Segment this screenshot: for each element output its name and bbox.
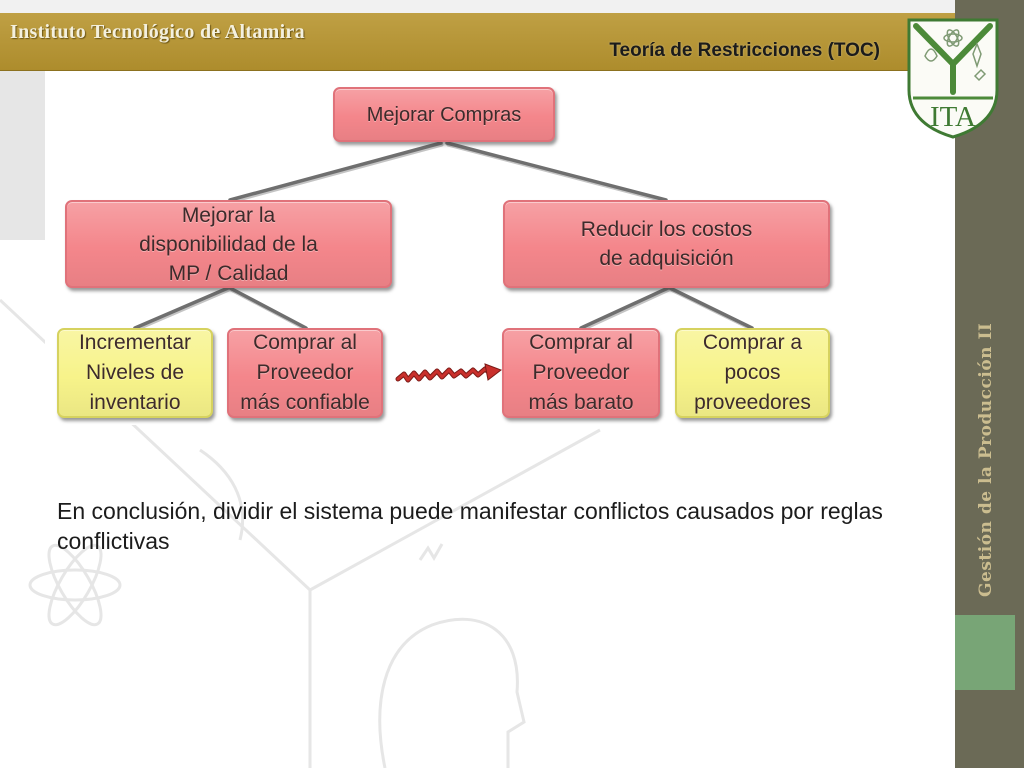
- node-label-line: de adquisición: [599, 247, 734, 270]
- node-label-line: Proveedor: [256, 361, 354, 384]
- slide-title: Teoría de Restricciones (TOC): [609, 40, 880, 61]
- branch-node-box-costs: Reducir los costos de adquisición: [503, 200, 830, 288]
- node-label-line: proveedores: [694, 391, 811, 414]
- sidebar-accent-block: [955, 615, 1015, 690]
- header-bar: Instituto Tecnológico de Altamira Teoría…: [0, 13, 955, 71]
- institution-name: Instituto Tecnológico de Altamira: [10, 21, 305, 43]
- node-label-line: inventario: [89, 391, 181, 414]
- red-squiggle-arrow-icon: [395, 363, 503, 383]
- node-label-line: más barato: [528, 391, 634, 414]
- connector-line: [228, 141, 443, 202]
- node-label-line: Mejorar la: [181, 203, 276, 227]
- node-label-line: Incrementar: [78, 331, 192, 354]
- connector-line: [668, 286, 754, 330]
- node-label-line: Reducir los costos: [580, 218, 753, 241]
- course-name: Gestión de la Producción II: [976, 322, 996, 598]
- leaf-node-box-cheap-supplier: Comprar al Proveedor más barato: [502, 328, 660, 418]
- leaf-node-box-few-suppliers: Comprar a pocos proveedores: [675, 328, 830, 418]
- node-label-line: Comprar al: [529, 331, 633, 354]
- leaf-node-box-reliable-supplier: Comprar al Proveedor más confiable: [227, 328, 383, 418]
- branch-node-box-availability: Mejorar la disponibilidad de la MP / Cal…: [65, 200, 392, 288]
- node-label-line: Mejorar Compras: [366, 103, 522, 126]
- top-strip: [0, 0, 955, 13]
- logo-lettering: ITA: [930, 101, 976, 133]
- node-label-line: más confiable: [240, 391, 370, 414]
- node-label-line: MP / Calidad: [168, 261, 289, 285]
- connector-line: [445, 141, 668, 202]
- conclusion-text: En conclusión, dividir el sistema puede …: [57, 498, 883, 554]
- left-gray-block: [0, 70, 45, 240]
- connector-line: [228, 286, 308, 330]
- node-label-line: Proveedor: [532, 361, 630, 384]
- leaf-node-box-inventory: Incrementar Niveles de inventario: [57, 328, 213, 418]
- node-label-line: pocos: [724, 361, 781, 384]
- connector-line: [133, 286, 230, 330]
- root-node-box: Mejorar Compras: [333, 87, 555, 142]
- ita-shield-logo-icon: ITA: [907, 18, 999, 139]
- node-label-line: Comprar a: [702, 331, 803, 354]
- node-label-line: disponibilidad de la: [139, 232, 318, 256]
- node-label-line: Niveles de: [85, 361, 185, 384]
- node-label-line: Comprar al: [253, 331, 357, 354]
- connector-line: [579, 286, 670, 330]
